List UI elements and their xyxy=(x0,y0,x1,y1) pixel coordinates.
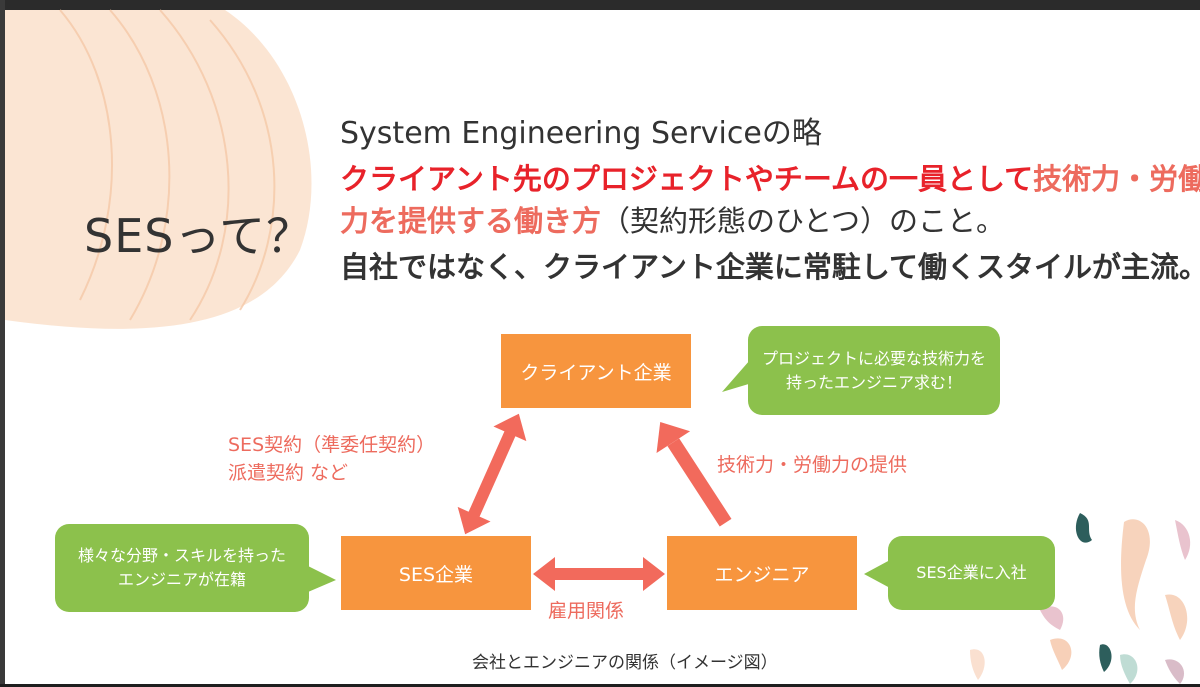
callout-client: プロジェクトに必要な技術力を 持ったエンジニア求む！ xyxy=(748,326,1000,415)
description-line-3: 力を提供する働き方（契約形態のひとつ）のこと。 xyxy=(340,198,1005,240)
edge-label-provision: 技術力・労働力の提供 xyxy=(717,454,908,476)
edge-label-employment: 雇用関係 xyxy=(548,600,625,622)
window-bottom-bar xyxy=(0,684,1200,687)
definition-line: System Engineering Serviceの略 xyxy=(340,116,822,151)
brush-stroke-decoration xyxy=(970,513,1191,684)
callout-client-line1: プロジェクトに必要な技術力を xyxy=(761,348,986,368)
edge-label-contract-line2: 派遣契約 など xyxy=(228,462,349,484)
window-left-edge xyxy=(0,0,5,687)
description-line-2: クライアント先のプロジェクトやチームの一員として技術力・労働 xyxy=(340,156,1200,198)
node-engineer-label: エンジニア xyxy=(714,563,810,586)
callout-ses-line1: 様々な分野・スキルを持った xyxy=(77,546,286,565)
callout-ses-line2: エンジニアが在籍 xyxy=(117,570,246,589)
arrow-ses-engineer xyxy=(533,557,665,591)
contract-note-text: （契約形態のひとつ）のこと。 xyxy=(601,204,1005,238)
description-line-4: 自社ではなく、クライアント企業に常駐して働くスタイルが主流。 xyxy=(340,250,1200,284)
peach-arc-lines xyxy=(59,9,276,321)
node-ses-label: SES企業 xyxy=(398,563,474,586)
diagram-caption: 会社とエンジニアの関係（イメージ図） xyxy=(472,653,778,673)
diagram-arrows xyxy=(457,413,732,591)
emphasis-salmon-text: 技術力・労働 xyxy=(1033,162,1200,196)
slide-title: SESって？ xyxy=(84,209,314,263)
callout-engineer-text: SES企業に入社 xyxy=(916,563,1027,582)
arrow-ses-client xyxy=(457,413,527,535)
emphasis-red-text: クライアント先のプロジェクトやチームの一員として xyxy=(340,162,1034,196)
node-client-label: クライアント企業 xyxy=(520,361,672,384)
callout-engineer: SES企業に入社 xyxy=(888,536,1055,610)
window-top-bar xyxy=(0,0,1200,10)
edge-label-contract-line1: SES契約（準委任契約） xyxy=(228,434,436,456)
callout-client-line2: 持ったエンジニア求む！ xyxy=(785,372,962,392)
node-engineer: エンジニア xyxy=(667,536,857,610)
edge-label-contract: SES契約（準委任契約） 派遣契約 など xyxy=(228,431,435,487)
peach-circle-decoration xyxy=(5,10,312,329)
arrow-engineer-client xyxy=(656,422,732,527)
node-client-company: クライアント企業 xyxy=(501,334,691,408)
node-ses-company: SES企業 xyxy=(341,536,531,610)
emphasis-salmon-text-cont: 力を提供する働き方 xyxy=(340,204,602,238)
callout-ses: 様々な分野・スキルを持った エンジニアが在籍 xyxy=(55,524,309,612)
